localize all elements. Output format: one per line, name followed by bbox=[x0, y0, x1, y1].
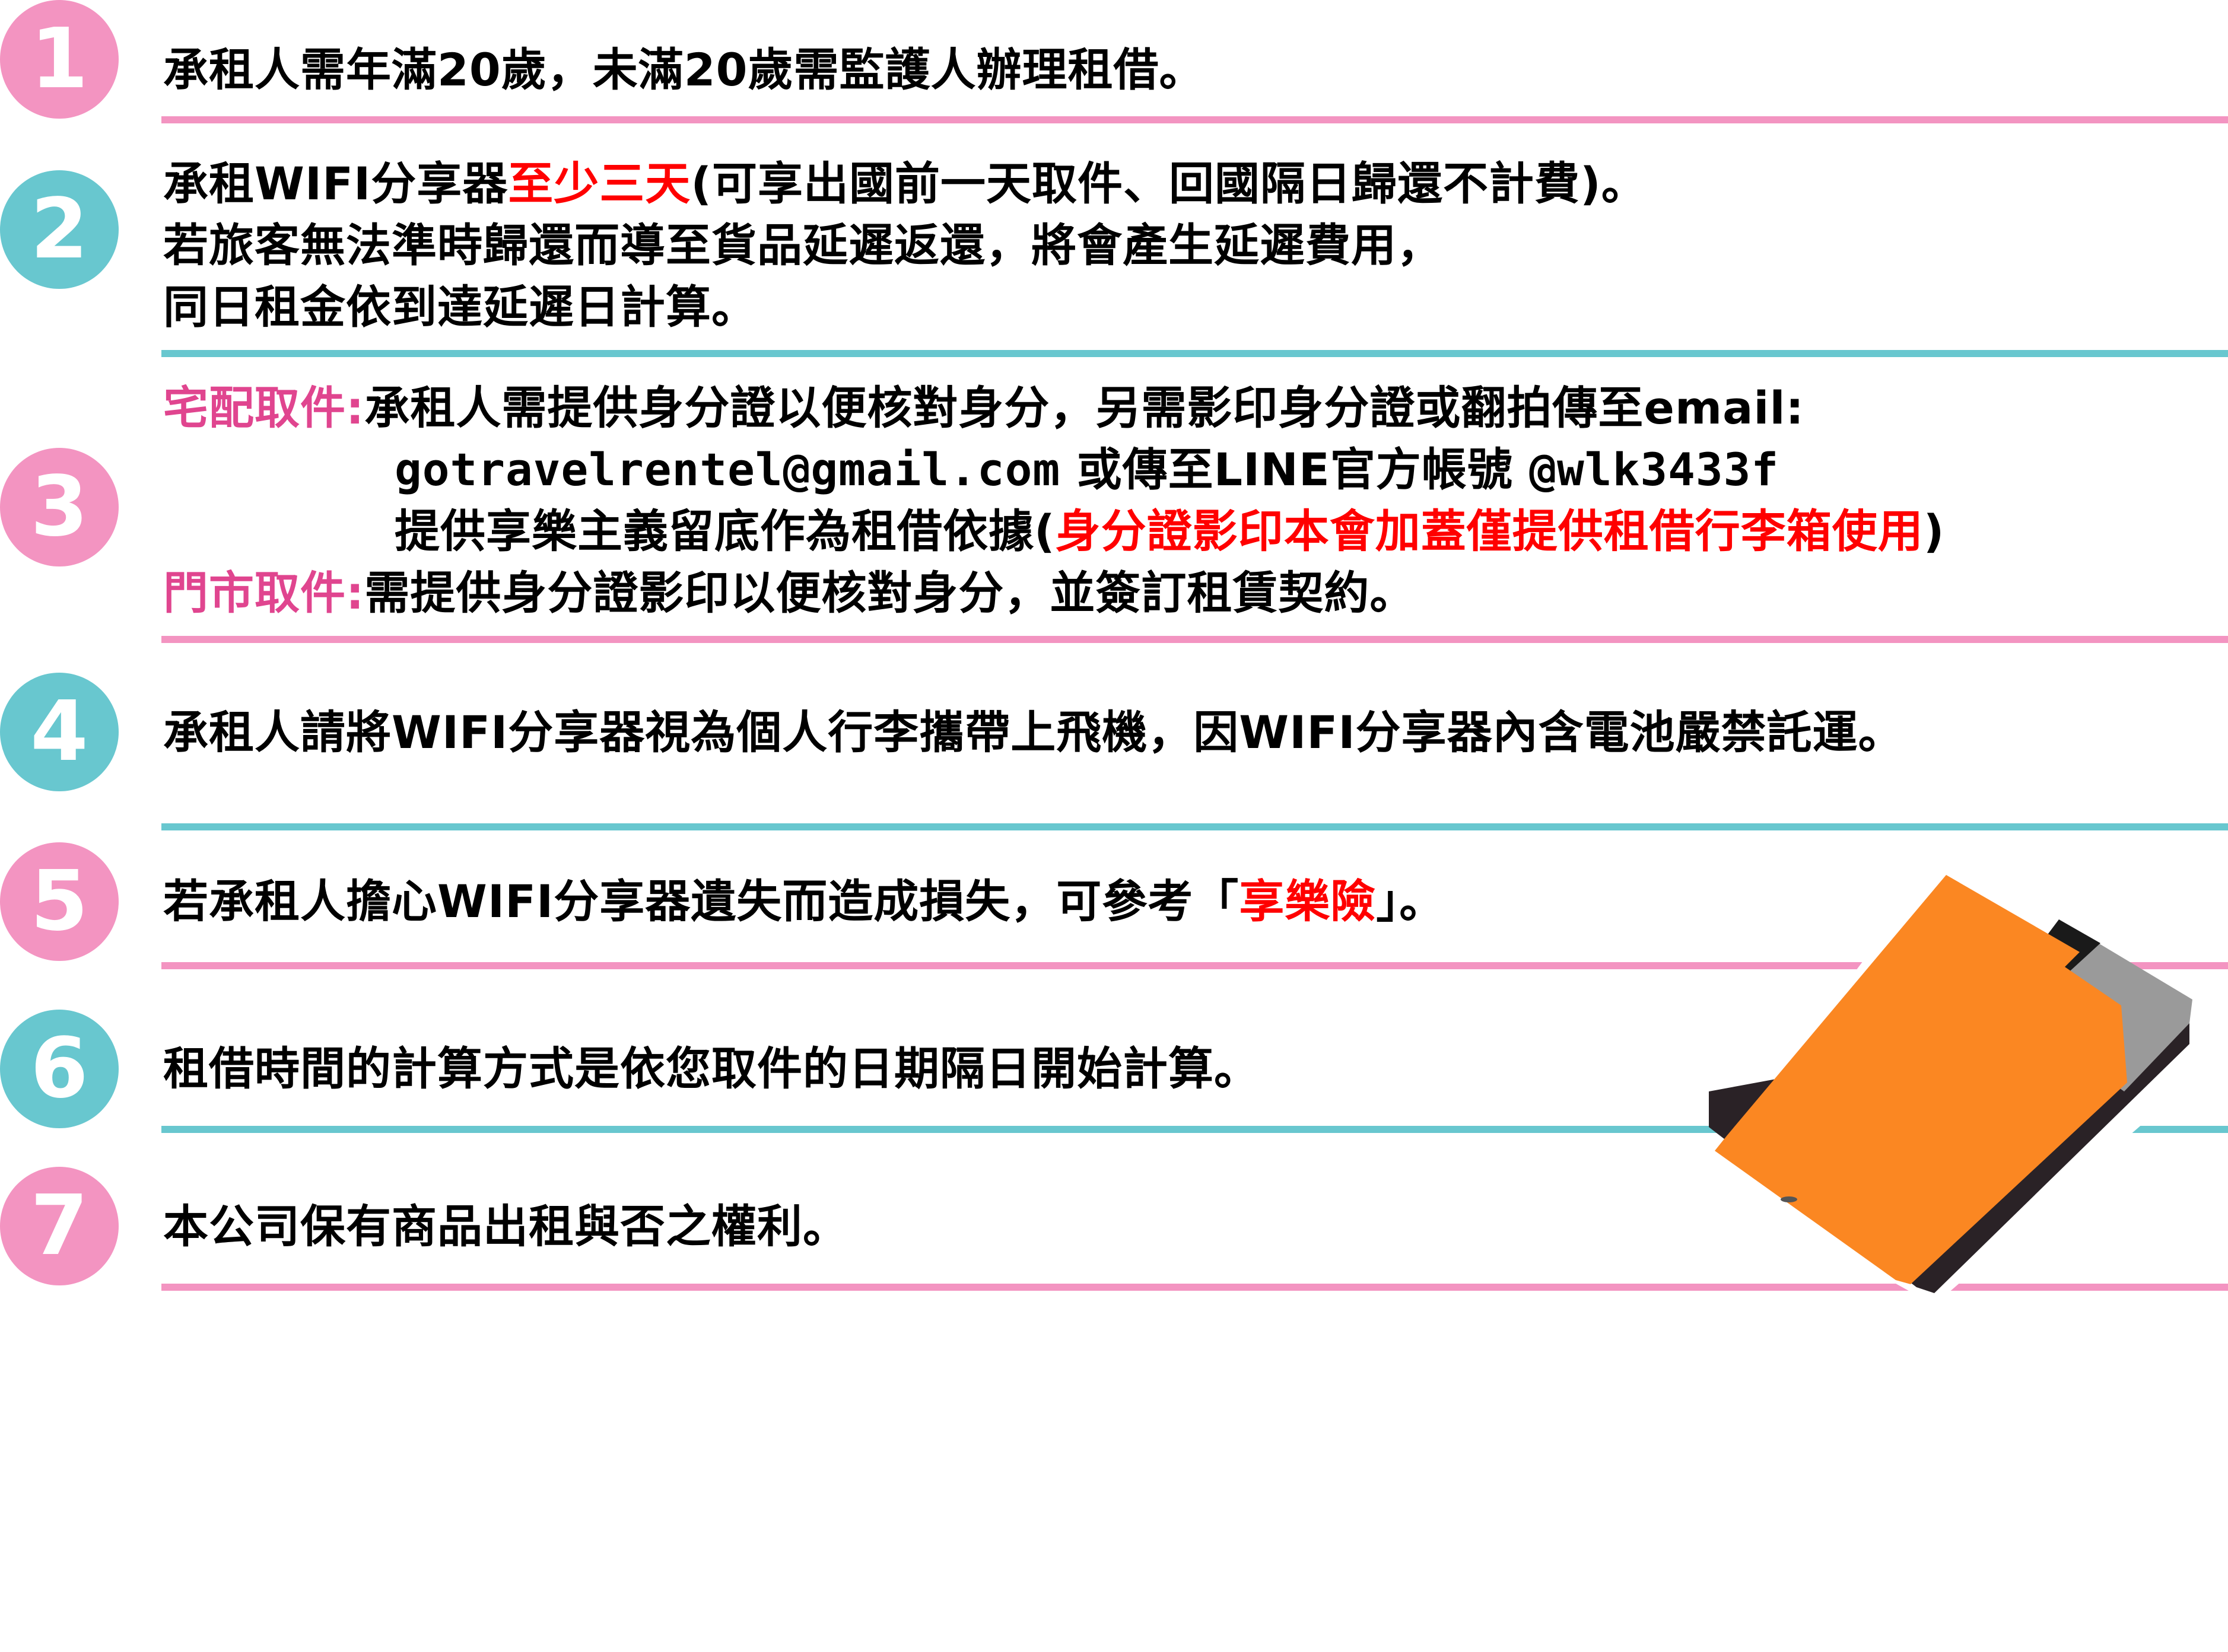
rule-2-text: 承租WIFI分享器至少三天(可享出國前一天取件、回國隔日歸還不計費)。 若旅客無… bbox=[163, 153, 1647, 338]
rule-4-text: 承租人請將WIFI分享器視為個人行李攜帶上飛機，因WIFI分享器內含電池嚴禁託運… bbox=[163, 706, 1904, 759]
line-contact-text: 或傳至LINE官方帳號 bbox=[1060, 443, 1530, 496]
insurance-link[interactable]: 享樂險 bbox=[1239, 875, 1377, 928]
rule-number: 5 bbox=[30, 853, 88, 950]
delivery-pickup-line-3-end: ) bbox=[1923, 505, 1945, 558]
rule-number-badge-3: 3 bbox=[0, 448, 119, 566]
wifi-router-image bbox=[1709, 866, 2207, 1305]
rule-number-badge-1: 1 bbox=[0, 0, 119, 119]
divider-3 bbox=[161, 636, 2228, 643]
delivery-pickup-label: 宅配取件: bbox=[163, 381, 365, 434]
id-copy-usage-highlight: 身分證影印本會加蓋僅提供租借行李箱使用 bbox=[1055, 505, 1924, 558]
rule-number-badge-5: 5 bbox=[0, 842, 119, 961]
divider-1 bbox=[161, 116, 2228, 123]
rule-number-badge-6: 6 bbox=[0, 1010, 119, 1128]
rule-2-line-1-end: (可享出國前一天取件、回國隔日歸還不計費)。 bbox=[691, 157, 1647, 210]
device-top-cover bbox=[1715, 875, 2127, 1284]
rule-5-text-end: 」。 bbox=[1376, 875, 1445, 928]
delivery-pickup-line-2: gotravelrentel@gmail.com 或傳至LINE官方帳號 @wl… bbox=[163, 439, 1944, 501]
store-pickup-text: 需提供身分證影印以便核對身分，並簽訂租賃契約。 bbox=[364, 566, 1416, 619]
store-pickup-line: 門市取件:需提供身分證影印以便核對身分，並簽訂租賃契約。 bbox=[163, 562, 1944, 624]
divider-2 bbox=[161, 350, 2228, 357]
rule-2-line-3: 同日租金依到達延遲日計算。 bbox=[163, 281, 757, 333]
minimum-days-highlight: 至少三天 bbox=[508, 157, 691, 210]
divider-7 bbox=[161, 1284, 2228, 1291]
line-official-account-id: @wlk3433f bbox=[1529, 443, 1779, 496]
delivery-pickup-line-1: 宅配取件:承租人需提供身分證以便核對身分，另需影印身分證或翻拍傳至email: bbox=[163, 377, 1944, 439]
rule-2-line-1: 承租WIFI分享器至少三天(可享出國前一天取件、回國隔日歸還不計費)。 bbox=[163, 153, 1647, 215]
rule-number-badge-4: 4 bbox=[0, 673, 119, 791]
rule-7-text: 本公司保有商品出租與否之權利。 bbox=[163, 1200, 848, 1253]
rule-number: 1 bbox=[30, 11, 88, 107]
rule-number-badge-7: 7 bbox=[0, 1167, 119, 1285]
delivery-pickup-line-3: 提供享樂主義留底作為租借依據(身分證影印本會加蓋僅提供租借行李箱使用) bbox=[163, 501, 1944, 562]
store-pickup-label: 門市取件: bbox=[163, 566, 365, 619]
usb-port-icon bbox=[1781, 1196, 1797, 1202]
rule-number-badge-2: 2 bbox=[0, 170, 119, 289]
rule-number: 6 bbox=[30, 1020, 88, 1117]
rule-number: 2 bbox=[30, 181, 88, 278]
delivery-pickup-text: 承租人需提供身分證以便核對身分，另需影印身分證或翻拍傳至email: bbox=[364, 381, 1804, 434]
rule-number: 3 bbox=[30, 459, 88, 555]
rule-5-text: 若承租人擔心WIFI分享器遺失而造成損失，可參考「享樂險」。 bbox=[163, 871, 1445, 932]
rule-number: 7 bbox=[30, 1177, 88, 1274]
divider-5 bbox=[161, 962, 2228, 969]
delivery-pickup-line-3-start: 提供享樂主義留底作為租借依據( bbox=[395, 505, 1056, 558]
contact-email-link[interactable]: gotravelrentel@gmail.com bbox=[395, 443, 1061, 496]
divider-4 bbox=[161, 823, 2228, 830]
rule-3-text: 宅配取件:承租人需提供身分證以便核對身分，另需影印身分證或翻拍傳至email: … bbox=[163, 377, 1944, 624]
rule-number: 4 bbox=[30, 683, 88, 780]
rule-2-line-2: 若旅客無法準時歸還而導至貨品延遲返還，將會產生延遲費用， bbox=[163, 219, 1442, 272]
rule-2-line-1-start: 承租WIFI分享器 bbox=[163, 157, 508, 210]
rule-6-text: 租借時間的計算方式是依您取件的日期隔日開始計算。 bbox=[163, 1042, 1260, 1095]
rule-5-text-start: 若承租人擔心WIFI分享器遺失而造成損失，可參考「 bbox=[163, 875, 1239, 928]
rule-1-text: 承租人需年滿20歲，未滿20歲需監護人辦理租借。 bbox=[163, 43, 1205, 96]
